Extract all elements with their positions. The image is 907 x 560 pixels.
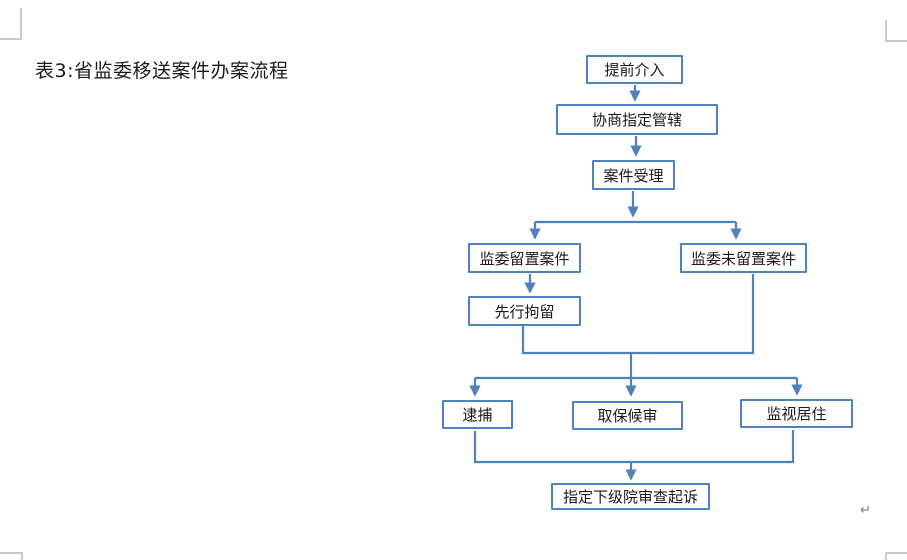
boundary-mark-bottom-right: [885, 552, 907, 560]
node-detained-case: 监委留置案件: [468, 243, 581, 273]
boundary-mark-top-right: [885, 20, 907, 42]
node-arrest: 逮捕: [442, 400, 513, 429]
boundary-mark-top-left: [0, 8, 22, 40]
node-not-detained-case: 监委未留置案件: [680, 243, 807, 273]
merge-path-middle: [521, 274, 755, 355]
node-residential-surveillance: 监视居住: [740, 399, 853, 428]
page-title: 表3:省监委移送案件办案流程: [35, 60, 289, 82]
node-prior-detention: 先行拘留: [468, 296, 581, 326]
node-prosecution-review: 指定下级院审查起诉: [551, 483, 710, 510]
paragraph-mark: ↵: [860, 503, 871, 518]
node-case-acceptance: 案件受理: [592, 160, 675, 190]
node-negotiate-jurisdiction: 协商指定管辖: [556, 104, 718, 135]
node-bail-pending-trial: 取保候审: [572, 401, 683, 430]
merge-path-bottom: [473, 430, 795, 464]
node-early-intervention: 提前介入: [586, 55, 683, 84]
boundary-mark-bottom-left: [0, 552, 23, 560]
text-boundary-marks: [0, 8, 907, 560]
